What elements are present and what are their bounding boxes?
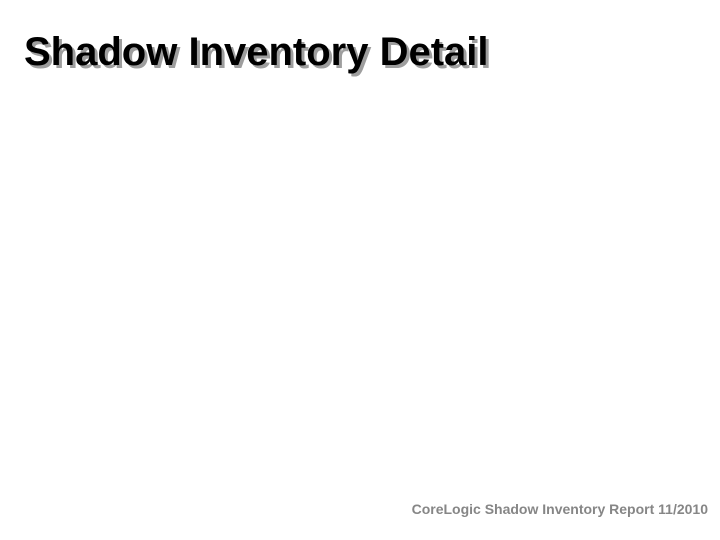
slide-title: Shadow Inventory Detail (24, 30, 489, 74)
slide-footer-source-note: CoreLogic Shadow Inventory Report 11/201… (411, 501, 708, 517)
